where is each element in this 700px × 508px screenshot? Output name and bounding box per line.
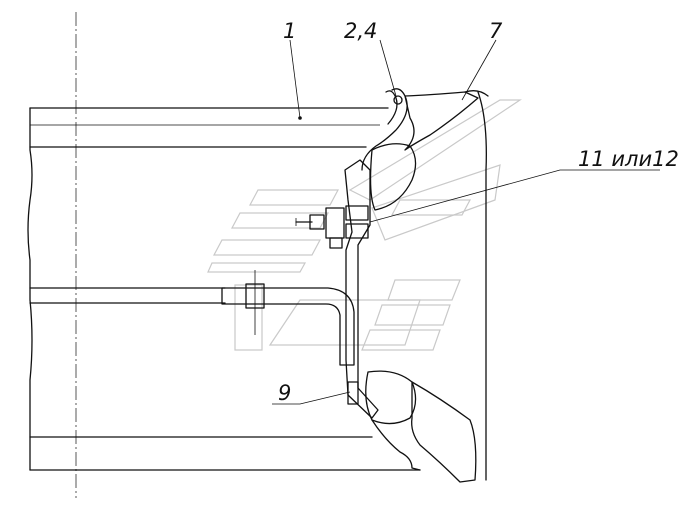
lower-tube bbox=[29, 436, 421, 471]
hub-flange bbox=[29, 270, 355, 366]
wheel-disc bbox=[344, 159, 379, 419]
callout-7: 7 bbox=[489, 19, 503, 43]
callout-9: 9 bbox=[278, 381, 291, 405]
callout-11-12: 11 или12 bbox=[578, 147, 679, 171]
tyre-upper bbox=[361, 88, 489, 481]
break-line bbox=[27, 107, 33, 471]
watermark-logo bbox=[207, 99, 522, 351]
bolt-9 bbox=[347, 381, 359, 405]
callout-2-4: 2,4 bbox=[344, 19, 377, 43]
tyre-lower bbox=[365, 370, 477, 483]
callout-1: 1 bbox=[283, 19, 296, 43]
fastener-assembly bbox=[295, 205, 369, 249]
leader-lines bbox=[272, 39, 660, 405]
upper-tube bbox=[29, 107, 389, 148]
